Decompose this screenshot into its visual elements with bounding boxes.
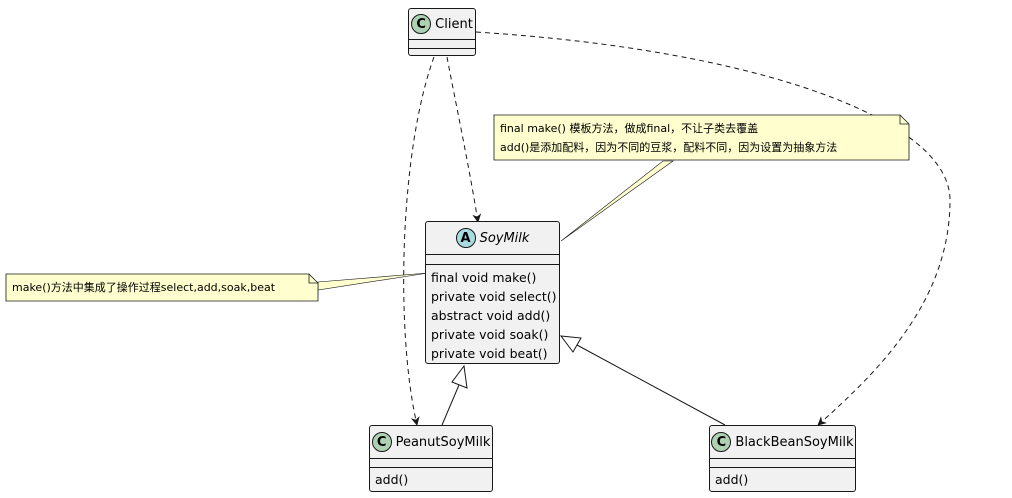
method-list: final void make() private void select() … xyxy=(426,264,559,363)
class-c-icon: C xyxy=(411,14,432,34)
class-soymilk[interactable]: A SoyMilk final void make() private void… xyxy=(425,221,560,364)
method-list: add() xyxy=(370,467,492,489)
note-template-method: final make() 模板方法，做成final，不让子类去覆盖 add()是… xyxy=(494,115,909,160)
abstract-a-icon: A xyxy=(455,228,476,248)
note-line: make()方法中集成了操作过程select,add,soak,beat xyxy=(12,281,276,294)
note-left-shape xyxy=(5,273,319,302)
generalization-blackbean-soymilk xyxy=(576,344,726,426)
class-name-client: Client xyxy=(435,16,473,32)
method-beat: private void beat() xyxy=(431,346,548,361)
note-line: final make() 模板方法，做成final，不让子类去覆盖 xyxy=(500,122,759,135)
note-left-fold xyxy=(308,274,318,284)
class-c-icon: C xyxy=(711,432,732,452)
dependency-client-peanut xyxy=(403,56,435,426)
method-add: abstract void add() xyxy=(431,308,551,323)
method-soak: private void soak() xyxy=(431,327,549,342)
generalization-peanut-soymilk xyxy=(441,384,460,426)
class-peanutsoymilk[interactable]: C PeanutSoyMilk add() xyxy=(369,425,493,492)
dependency-client-soymilk xyxy=(446,56,482,223)
dependency-client-blackbean xyxy=(475,31,951,426)
method-make: final void make() xyxy=(431,270,537,285)
generalization-arrowhead-blackbean xyxy=(559,335,582,353)
class-blackbeansoymilk[interactable]: C BlackBeanSoyMilk add() xyxy=(709,425,856,492)
class-name-peanutsoymilk: PeanutSoyMilk xyxy=(395,434,491,450)
note-top-fold xyxy=(899,115,909,125)
class-name-soymilk: SoyMilk xyxy=(479,230,530,246)
generalization-arrowhead-peanut xyxy=(451,364,468,389)
class-name-blackbeansoymilk: BlackBeanSoyMilk xyxy=(735,434,854,450)
class-c-icon: C xyxy=(371,432,392,452)
note-make-process: make()方法中集成了操作过程select,add,soak,beat xyxy=(6,274,318,301)
method-select: private void select() xyxy=(431,289,557,304)
note-line: add()是添加配料，因为不同的豆浆，配料不同，因为设置为抽象方法 xyxy=(500,141,838,154)
class-client[interactable]: C Client xyxy=(408,8,476,56)
note-top-shape xyxy=(493,114,910,161)
method-add: add() xyxy=(715,472,749,487)
note-top-anchor xyxy=(560,160,674,242)
method-add: add() xyxy=(375,472,409,487)
note-left-anchor xyxy=(317,272,429,291)
method-list: add() xyxy=(710,467,855,489)
